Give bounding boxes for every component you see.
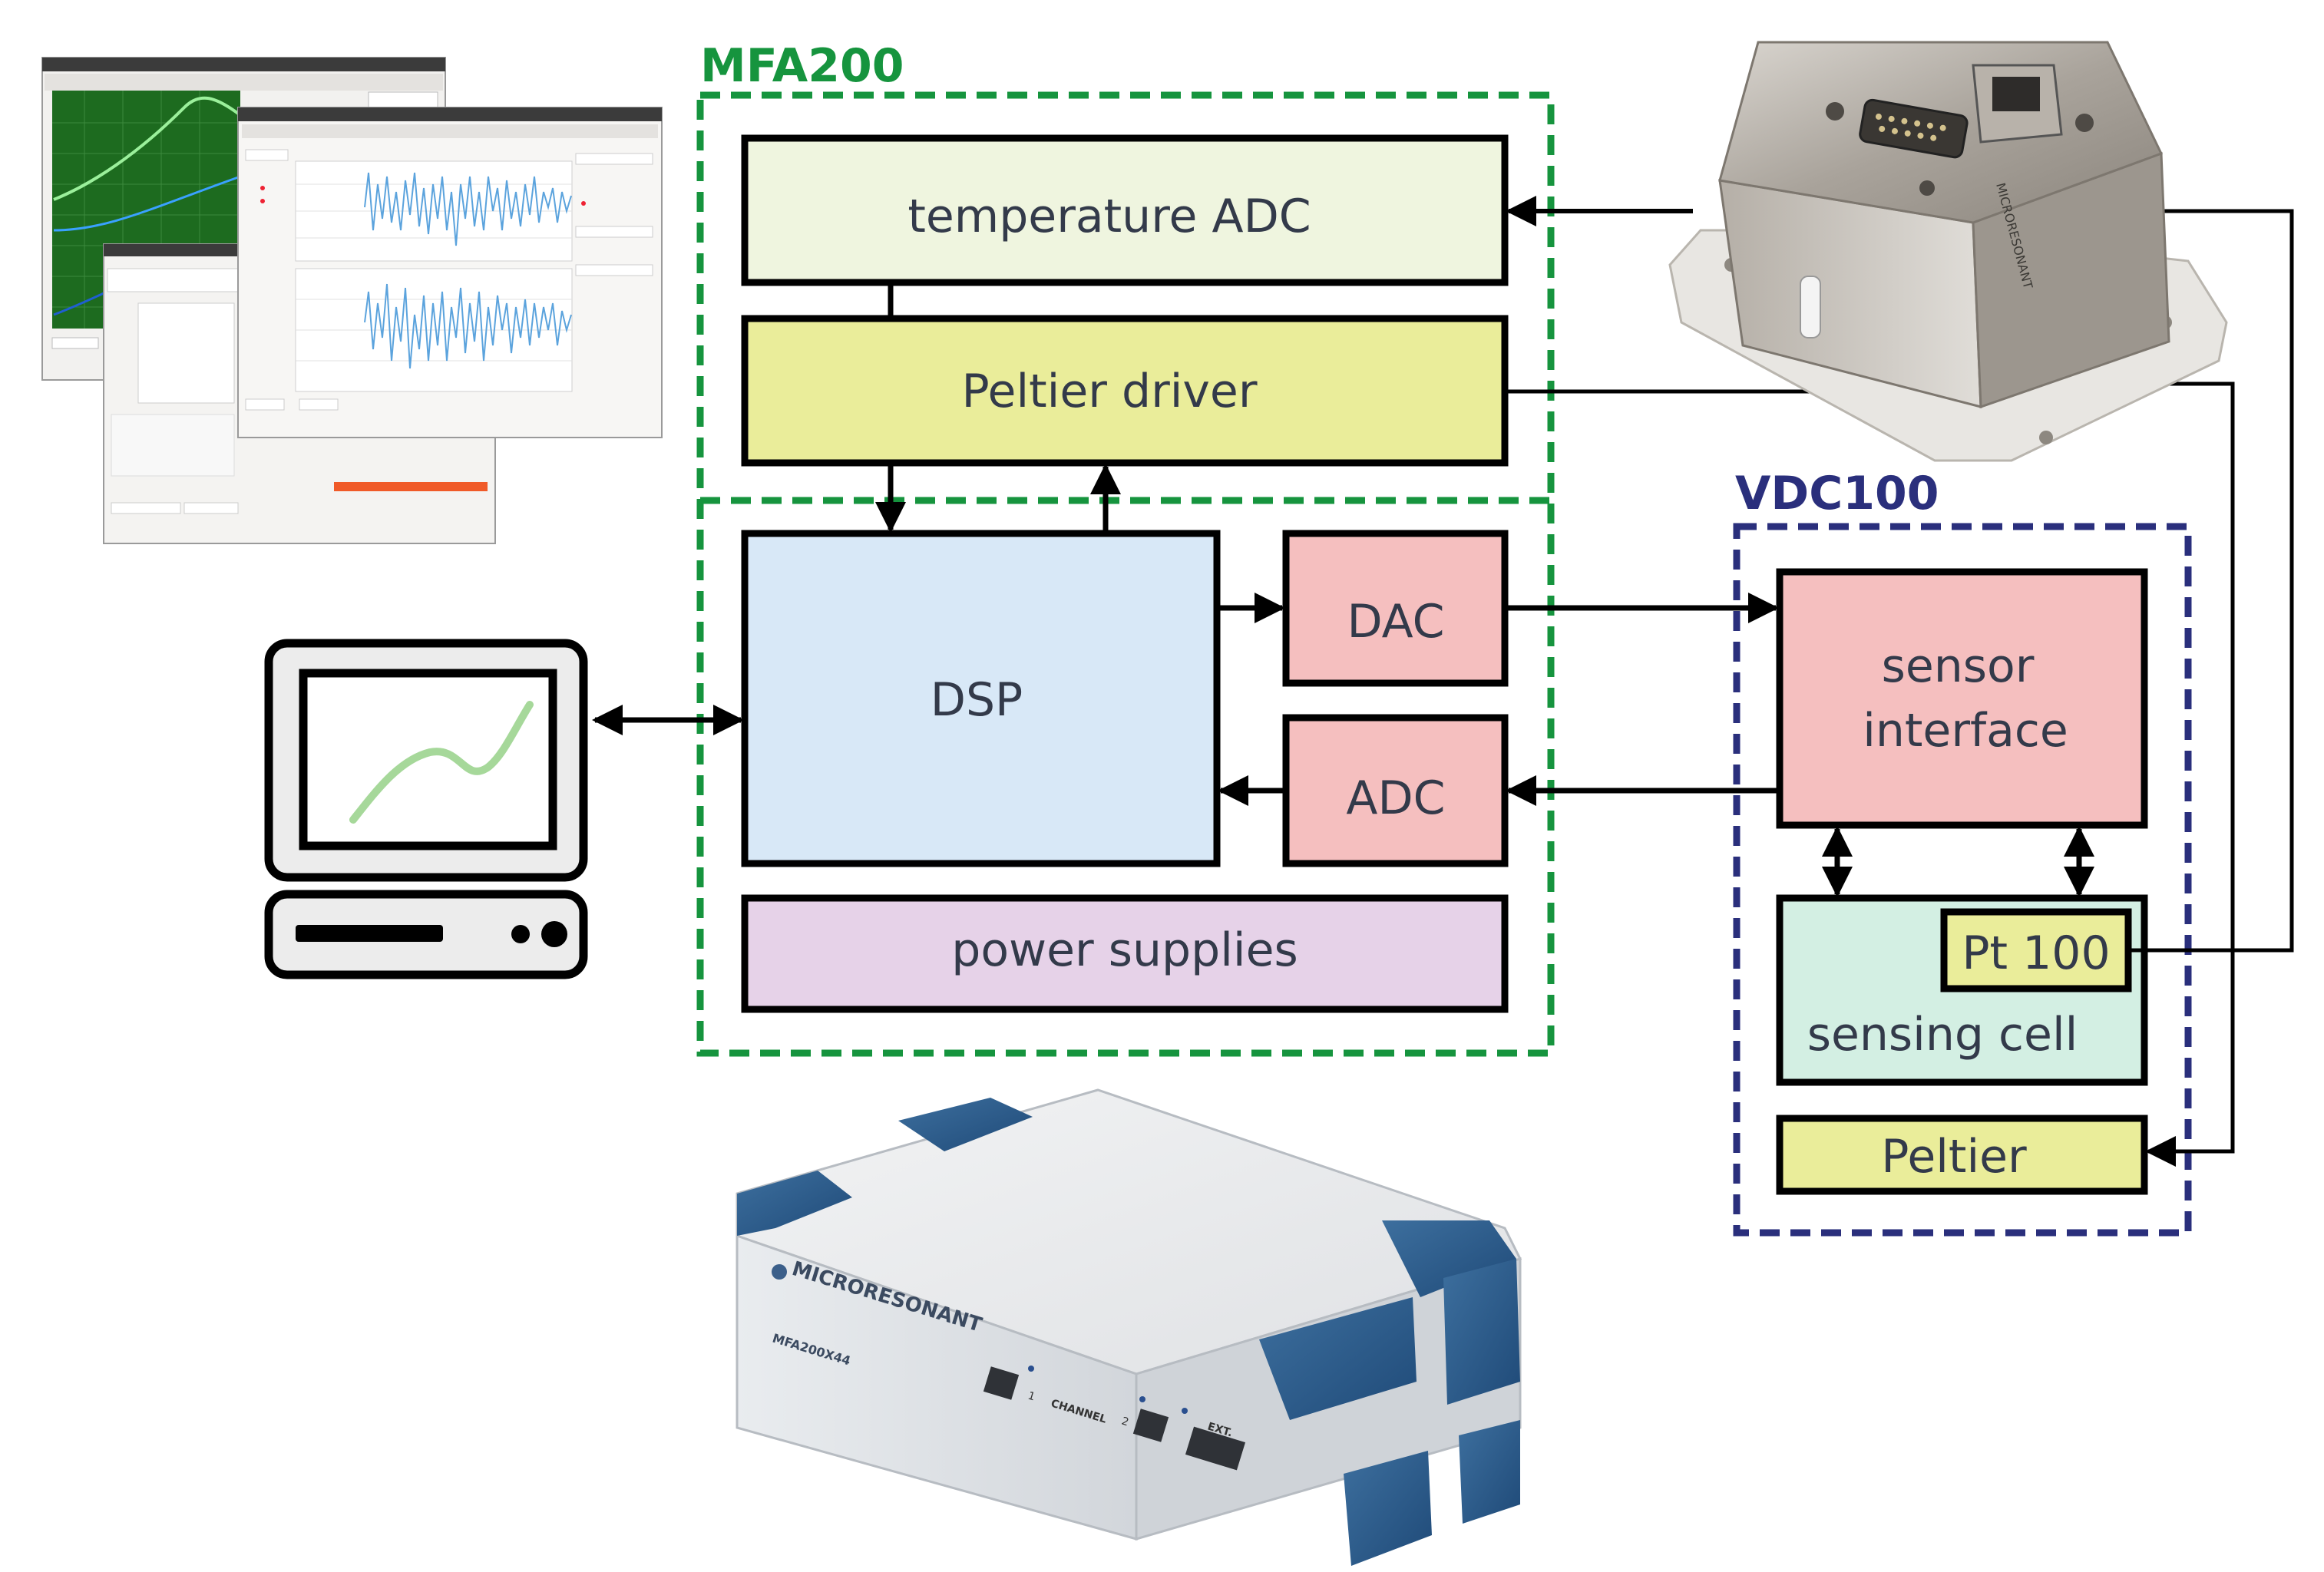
peltier-label: Peltier	[1881, 1130, 2027, 1184]
sensor-interface-block	[1776, 568, 2148, 829]
mfa200-group-border	[696, 91, 1555, 1057]
dac-label: DAC	[1347, 595, 1444, 649]
sensor-interface-label-line1: sensor	[1882, 639, 2035, 693]
plot-line-icon	[349, 701, 534, 824]
module-to-peltier-arrow	[2145, 381, 2235, 1167]
vdc100-group-border	[1733, 523, 2192, 1237]
power-supplies-label: power supplies	[951, 923, 1298, 977]
adc-label: ADC	[1346, 771, 1445, 825]
pt100-label: Pt 100	[1962, 926, 2110, 980]
dsp-label: DSP	[931, 673, 1023, 727]
sensing-cell-label: sensing cell	[1807, 1008, 2078, 1062]
dsp-block	[741, 530, 1221, 867]
peltier-driver-label: Peltier driver	[962, 365, 1258, 418]
temperature-adc-label: temperature ADC	[907, 190, 1311, 243]
sensor-interface-label-line2: interface	[1863, 704, 2068, 758]
pt100-to-temperature-adc-wire	[2128, 209, 2294, 953]
peltier-block	[1776, 1115, 2148, 1195]
sensor-module-photo: MICRORESONANT	[1668, 41, 2228, 462]
peltier-driver-block	[741, 315, 1509, 467]
computer-icon	[264, 639, 588, 979]
mfa200-device-photo: MICRORESONANT MFA200X44 1 CHANNEL 2 EXT.	[736, 1088, 1522, 1566]
dac-block	[1282, 530, 1509, 687]
screenshot-window-front	[237, 107, 663, 438]
adc-block	[1282, 714, 1509, 867]
power-supplies-block	[741, 894, 1509, 1013]
temperature-adc-block	[741, 134, 1509, 286]
mfa200-label: MFA200	[700, 39, 904, 93]
software-screenshots	[41, 57, 663, 544]
connectors	[592, 196, 2294, 1167]
vdc100-label: VDC100	[1735, 467, 1939, 520]
